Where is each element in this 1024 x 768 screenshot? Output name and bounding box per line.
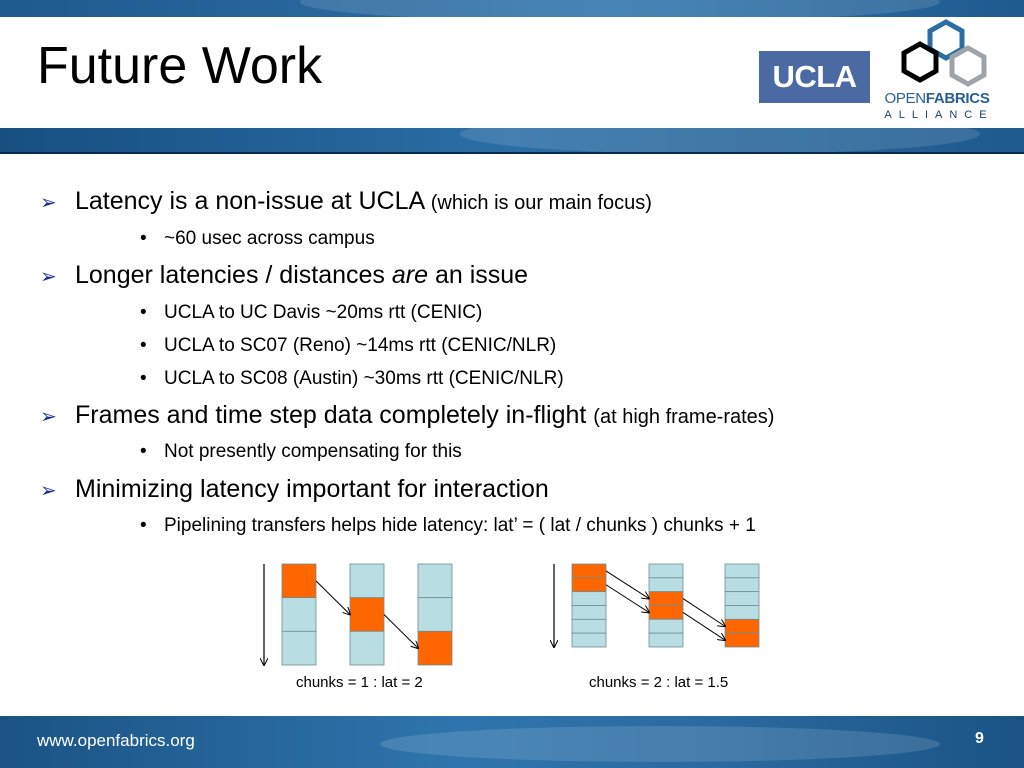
sub-bullet-text: UCLA to SC08 (Austin) ~30ms rtt (CENIC/N…	[164, 368, 564, 389]
sub-bullet-text: Pipelining transfers helps hide latency:…	[164, 515, 756, 536]
diagram-1-transfer-arrow	[315, 580, 350, 615]
diagram-2-transfer-arrow	[682, 598, 725, 627]
top-header-band	[0, 0, 1024, 17]
diagram-2-cell	[648, 563, 684, 579]
bullet-arrow-icon: ➢	[40, 406, 57, 428]
diagram-2-cell	[724, 618, 760, 634]
bullet-3: ➢ Frames and time step data completely in…	[40, 401, 774, 430]
page-number: 9	[975, 730, 984, 747]
diagram-1-cell	[281, 630, 317, 666]
diagram-2-cell	[724, 632, 760, 648]
openfabrics-logo: OPENFABRICS ALLIANCE	[878, 18, 998, 124]
diagram-1-cell	[349, 563, 385, 599]
diagram-2-cell	[571, 605, 607, 620]
bullet-2: ➢ Longer latencies / distances are an iss…	[40, 261, 528, 290]
openfabrics-fabrics: FABRICS	[925, 90, 990, 107]
diagram-2-cell	[648, 605, 684, 620]
openfabrics-open: OPEN	[884, 90, 926, 107]
bullet-2-sub-3: • UCLA to SC08 (Austin) ~30ms rtt (CENIC/…	[140, 368, 564, 390]
diagram-2-cell	[648, 632, 684, 648]
sub-bullet-icon: •	[140, 228, 147, 249]
diagram-2-cell	[571, 632, 607, 648]
footer-url: www.openfabrics.org	[37, 731, 195, 750]
bullet-2-sub-1: • UCLA to UC Davis ~20ms rtt (CENIC)	[140, 302, 482, 324]
sub-bullet-text: UCLA to SC07 (Reno) ~14ms rtt (CENIC/NLR…	[164, 335, 557, 356]
bullet-1-text: Latency is a non-issue at UCLA	[75, 187, 431, 215]
bullet-3-note: (at high frame-rates)	[593, 406, 775, 428]
diagram-1-cell	[281, 597, 317, 632]
bullet-4-sub-1: • Pipelining transfers helps hide latency…	[140, 515, 756, 537]
diagram-2-cell	[571, 591, 607, 606]
diagram-2-cell	[648, 591, 684, 606]
diagram-2-cell	[571, 577, 607, 593]
bullet-1-sub-1: • ~60 usec across campus	[140, 228, 375, 250]
diagram-2-transfer-arrow	[605, 570, 649, 599]
diagram-1-cell	[349, 630, 385, 666]
diagram-2-cell	[724, 577, 760, 593]
bullet-4-text: Minimizing latency important for interac…	[75, 475, 549, 503]
diagram-2-cell	[724, 591, 760, 606]
diagram-2-cell	[571, 618, 607, 634]
bullet-1: ➢ Latency is a non-issue at UCLA (which i…	[40, 187, 652, 216]
bullet-2-emphasis: are	[391, 261, 428, 289]
bullet-2-sub-2: • UCLA to SC07 (Reno) ~14ms rtt (CENIC/NL…	[140, 335, 556, 357]
bullet-arrow-icon: ➢	[40, 266, 57, 288]
diagram-2-caption: chunks = 2 : lat = 1.5	[589, 674, 729, 691]
sub-bullet-icon: •	[140, 441, 147, 462]
diagram-1-cell	[417, 630, 453, 666]
diagram-2-cell	[724, 563, 760, 579]
bullet-arrow-icon: ➢	[40, 480, 57, 502]
sub-bullet-text: ~60 usec across campus	[164, 228, 375, 249]
diagram-2-cell	[571, 563, 607, 579]
sub-bullet-icon: •	[140, 368, 147, 389]
bullet-arrow-icon: ➢	[40, 192, 57, 214]
bullet-4: ➢ Minimizing latency important for intera…	[40, 475, 549, 504]
openfabrics-alliance: ALLIANCE	[884, 109, 994, 121]
diagram-1-caption: chunks = 1 : lat = 2	[296, 674, 423, 691]
hexagon-logo-icon	[901, 19, 987, 87]
diagram-2-cell	[648, 577, 684, 593]
bullet-1-note: (which is our main focus)	[430, 192, 652, 214]
bullet-2-text-end: an issue	[428, 261, 529, 289]
diagram-2-cell	[648, 618, 684, 634]
ucla-logo: UCLA	[759, 51, 870, 103]
openfabrics-wordmark: OPENFABRICS	[878, 90, 996, 107]
sub-bullet-icon: •	[140, 335, 147, 356]
bullet-3-sub-1: • Not presently compensating for this	[140, 441, 462, 463]
diagram-1-cell	[281, 563, 317, 599]
sub-bullet-text: Not presently compensating for this	[164, 441, 462, 462]
bullet-3-text: Frames and time step data completely in-…	[75, 401, 594, 429]
diagram-1-cell	[349, 597, 385, 632]
diagram-1-transfer-arrow	[383, 614, 418, 649]
diagram-2-transfer-arrow	[682, 611, 725, 640]
diagram-1-cell	[417, 563, 453, 599]
sub-bullet-text: UCLA to UC Davis ~20ms rtt (CENIC)	[164, 302, 483, 323]
title-divider-band	[0, 128, 1024, 154]
slide-title: Future Work	[37, 37, 323, 95]
diagram-2-cell	[724, 605, 760, 620]
footer-band	[0, 716, 1024, 768]
bullet-2-text: Longer latencies / distances	[75, 261, 392, 289]
diagram-1-cell	[417, 597, 453, 632]
sub-bullet-icon: •	[140, 515, 147, 536]
sub-bullet-icon: •	[140, 302, 147, 323]
diagram-2-transfer-arrow	[605, 584, 649, 613]
